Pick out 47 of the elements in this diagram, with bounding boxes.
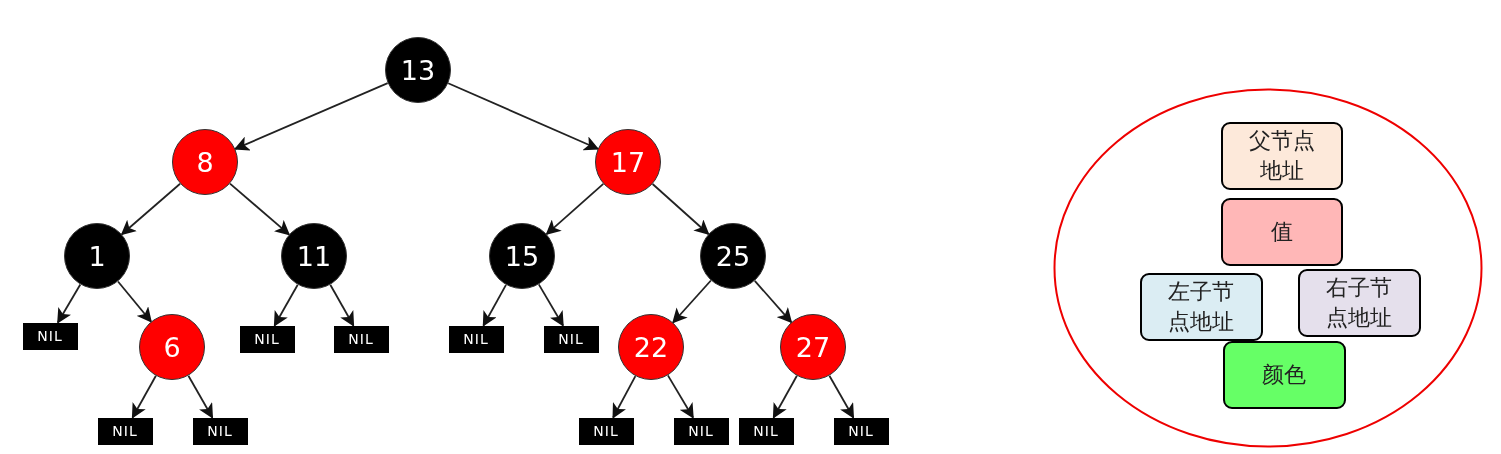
arrow bbox=[651, 183, 710, 235]
field-box: 右子节点地址 bbox=[1297, 269, 1421, 337]
arrow bbox=[447, 82, 600, 151]
arrow bbox=[772, 374, 798, 419]
field-box: 值 bbox=[1221, 198, 1343, 266]
tree-node-circle: 13 bbox=[385, 37, 451, 103]
tree-node-circle: 22 bbox=[618, 314, 684, 380]
arrow bbox=[57, 283, 82, 324]
nil-leaf-box: NIL bbox=[833, 417, 889, 445]
field-box: 颜色 bbox=[1222, 341, 1346, 409]
nil-leaf-box: NIL bbox=[448, 325, 504, 353]
arrow bbox=[672, 279, 712, 324]
arrow bbox=[229, 182, 291, 236]
arrow bbox=[612, 375, 637, 419]
tree-node-circle: 11 bbox=[281, 223, 347, 289]
tree-node-circle: 1 bbox=[64, 223, 130, 289]
nil-leaf-box: NIL bbox=[192, 417, 248, 445]
arrow bbox=[273, 283, 299, 327]
tree-node-circle: 27 bbox=[780, 314, 846, 380]
arrow bbox=[117, 280, 152, 323]
arrow bbox=[131, 374, 157, 419]
nil-leaf-box: NIL bbox=[22, 322, 78, 350]
arrow bbox=[667, 374, 694, 419]
nil-leaf-box: NIL bbox=[543, 325, 599, 353]
tree-node-circle: 17 bbox=[595, 129, 661, 195]
arrow bbox=[120, 182, 181, 236]
arrow bbox=[233, 82, 389, 151]
nil-leaf-box: NIL bbox=[239, 325, 295, 353]
nil-leaf-box: NIL bbox=[673, 417, 729, 445]
nil-leaf-box: NIL bbox=[97, 417, 153, 445]
tree-node-circle: 8 bbox=[172, 129, 238, 195]
arrow bbox=[537, 283, 564, 327]
arrow bbox=[482, 284, 507, 327]
field-box: 父节点地址 bbox=[1221, 122, 1343, 190]
nil-leaf-box: NIL bbox=[333, 325, 389, 353]
arrow bbox=[545, 183, 605, 236]
arrow bbox=[753, 279, 793, 324]
arrow bbox=[828, 374, 855, 419]
nil-leaf-box: NIL bbox=[578, 417, 634, 445]
node-structure-ellipse bbox=[1053, 88, 1483, 448]
arrow bbox=[329, 283, 355, 327]
nil-leaf-box: NIL bbox=[738, 417, 794, 445]
tree-node-circle: 15 bbox=[489, 223, 555, 289]
field-box: 左子节点地址 bbox=[1139, 273, 1263, 341]
tree-node-circle: 25 bbox=[700, 223, 766, 289]
tree-node-circle: 6 bbox=[139, 314, 205, 380]
arrow bbox=[187, 374, 214, 419]
